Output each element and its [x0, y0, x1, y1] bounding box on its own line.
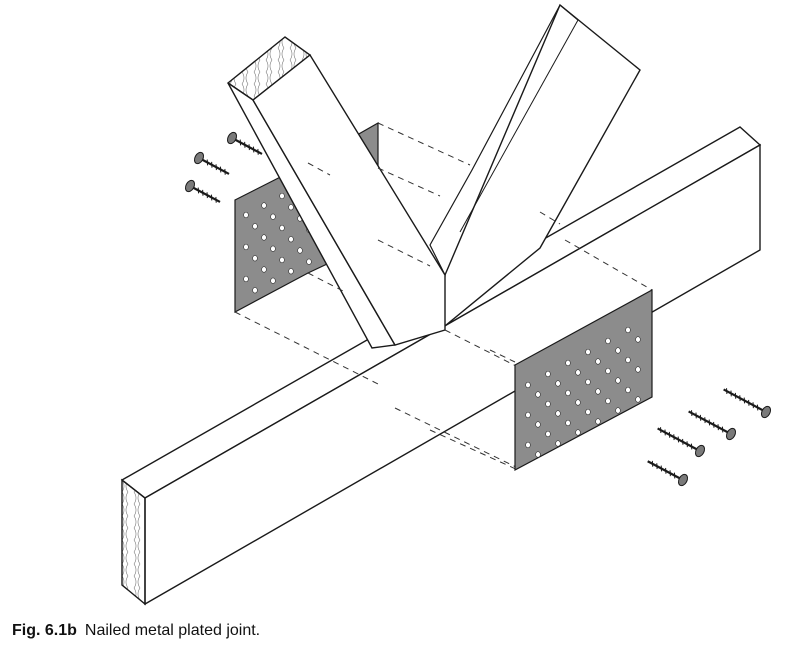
plate-hole — [575, 399, 581, 406]
joint-illustration — [120, 3, 772, 606]
caption-text: Nailed metal plated joint. — [84, 622, 261, 639]
nail — [688, 410, 737, 441]
nail — [723, 388, 772, 419]
plate-hole — [270, 213, 276, 220]
plate-hole — [555, 380, 561, 387]
plate-hole — [545, 430, 551, 438]
plate-hole — [545, 370, 551, 378]
plate-hole — [270, 277, 276, 284]
plate-hole — [279, 224, 285, 232]
plate-hole — [625, 326, 631, 334]
plate-hole — [243, 243, 249, 251]
nails-right — [647, 388, 772, 487]
plate-hole — [635, 336, 641, 343]
plate-hole — [288, 268, 294, 275]
plate-hole — [625, 386, 631, 394]
plate-hole — [595, 418, 601, 425]
plate-hole — [261, 202, 267, 209]
plate-hole — [252, 287, 258, 294]
plate-hole — [565, 389, 571, 397]
plate-hole — [525, 381, 531, 389]
plate-hole — [297, 247, 303, 254]
plate-hole — [535, 451, 541, 458]
plate-hole — [575, 369, 581, 376]
nail — [193, 151, 230, 175]
plate-hole — [585, 378, 591, 386]
plate-hole — [288, 236, 294, 243]
plate-hole — [595, 388, 601, 395]
plate-hole — [288, 204, 294, 211]
nail — [226, 131, 263, 155]
plate-hole — [306, 258, 312, 265]
nail — [657, 427, 706, 458]
plate-hole — [605, 397, 611, 405]
plate-hole — [605, 367, 611, 375]
plate-hole — [261, 266, 267, 273]
plate-hole — [585, 348, 591, 356]
plate-hole — [525, 441, 531, 449]
plate-hole — [555, 440, 561, 447]
plate-hole — [261, 234, 267, 241]
plate-hole — [555, 410, 561, 417]
nail — [184, 179, 221, 203]
plate-hole — [615, 407, 621, 414]
figure-caption: Fig. 6.1b Nailed metal plated joint. — [12, 622, 260, 640]
nails-left — [184, 131, 263, 203]
plate-hole — [525, 411, 531, 419]
plate-hole — [565, 359, 571, 367]
plate-hole — [279, 192, 285, 200]
plate-hole — [535, 391, 541, 398]
nail — [647, 460, 689, 487]
plate-hole — [535, 421, 541, 428]
plate-hole — [615, 377, 621, 384]
plate-hole — [270, 245, 276, 252]
plate-hole — [243, 211, 249, 219]
plate-hole — [565, 419, 571, 427]
left-web-timber — [226, 36, 446, 349]
hidden-lines — [234, 122, 653, 471]
figure-number: Fig. 6.1b — [12, 622, 77, 639]
plate-hole — [243, 275, 249, 283]
plate-hole — [595, 358, 601, 365]
plate-hole — [545, 400, 551, 408]
right-web-timber — [429, 3, 641, 332]
plate-hole — [635, 366, 641, 373]
plate-hole — [279, 256, 285, 264]
front-metal-plate — [514, 288, 653, 471]
bottom-chord-timber — [120, 126, 762, 606]
plate-hole — [635, 396, 641, 403]
plate-hole — [252, 255, 258, 262]
plate-hole — [585, 408, 591, 416]
plate-hole — [615, 347, 621, 354]
plate-hole — [575, 429, 581, 436]
plate-hole — [625, 356, 631, 364]
plate-hole — [605, 337, 611, 345]
plate-hole — [252, 223, 258, 230]
